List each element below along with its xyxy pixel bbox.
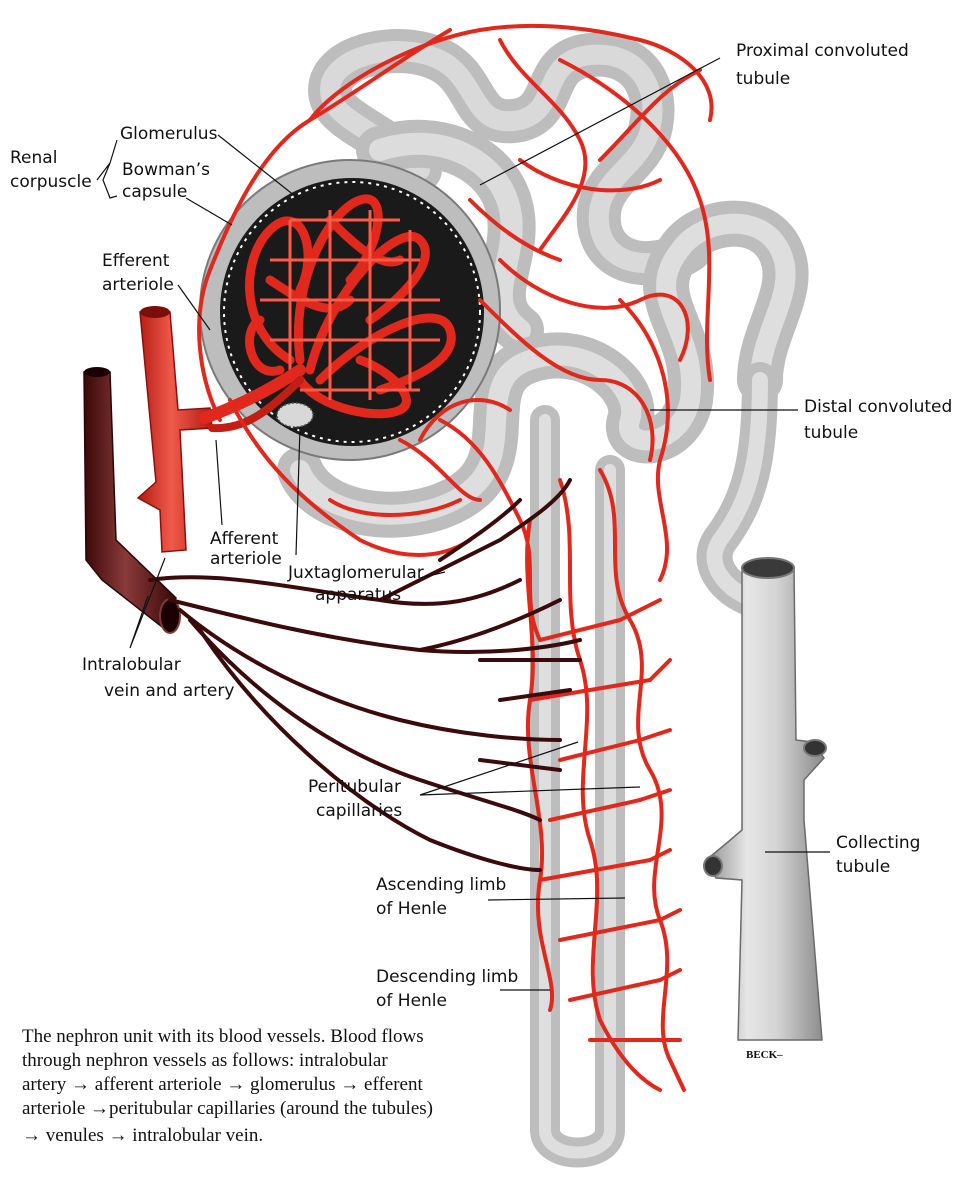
caption-line-4: arteriole →peritubular capillaries (arou… [22, 1098, 433, 1119]
label-descending-line2: of Henle [376, 991, 447, 1011]
juxtaglomerular-apparatus [276, 402, 314, 428]
label-collecting-line1: Collecting [836, 833, 920, 853]
figure-caption: The nephron unit with its blood vessels.… [22, 1026, 433, 1146]
collecting-tubule [703, 557, 827, 1041]
label-juxta-line2: apparatus [315, 585, 401, 605]
efferent-arteriole [208, 376, 304, 433]
label-peritubular-line2: capillaries [316, 801, 402, 821]
intralobular-artery [136, 311, 213, 553]
renal-corpuscle [199, 159, 501, 461]
peritubular-capillaries [197, 23, 714, 1092]
glomerulus [245, 194, 456, 419]
label-proximal-line2: tubule [736, 69, 790, 89]
tubule-system [277, 29, 809, 1168]
label-distal-line1: Distal convoluted [804, 397, 952, 417]
label-collecting-line2: tubule [836, 857, 890, 877]
label-intralobular-line1: Intralobular [82, 655, 181, 675]
label-distal-line2: tubule [804, 423, 858, 443]
label-peritubular-line1: Peritubular [308, 777, 401, 797]
intralobular-vessels [83, 306, 213, 634]
label-efferent-line2: arteriole [102, 275, 174, 295]
venules [148, 478, 582, 872]
label-intralobular-line2: vein and artery [104, 681, 234, 701]
label-ascending-line2: of Henle [376, 899, 447, 919]
caption-line-1: The nephron unit with its blood vessels.… [22, 1026, 424, 1047]
caption-line-5: → venules → intralobular vein. [22, 1125, 263, 1146]
label-afferent-line2: arteriole [210, 549, 282, 569]
label-glomerulus: Glomerulus [120, 124, 218, 144]
label-afferent-line1: Afferent [210, 529, 279, 549]
label-renal-corpuscle-line1: Renal [10, 148, 57, 168]
label-ascending-line1: Ascending limb [376, 875, 506, 895]
label-descending-line1: Descending limb [376, 967, 518, 987]
label-bowmans-line2: capsule [122, 182, 187, 202]
loop-of-henle [530, 405, 625, 1168]
labels: Renal corpuscle Glomerulus Bowman’s caps… [10, 41, 952, 1011]
label-renal-corpuscle-line2: corpuscle [10, 172, 92, 192]
caption-line-2: through nephron vessels as follows: intr… [22, 1050, 388, 1071]
label-proximal-line1: Proximal convoluted [736, 41, 909, 61]
label-efferent-line1: Efferent [102, 251, 170, 271]
leader-lines [96, 57, 830, 991]
label-bowmans-line1: Bowman’s [122, 160, 210, 180]
caption-line-3: artery → afferent arteriole → glomerulus… [22, 1074, 423, 1095]
label-juxta-line1: Juxtaglomerular [287, 563, 424, 583]
artist-signature: BECK– [746, 1049, 783, 1061]
